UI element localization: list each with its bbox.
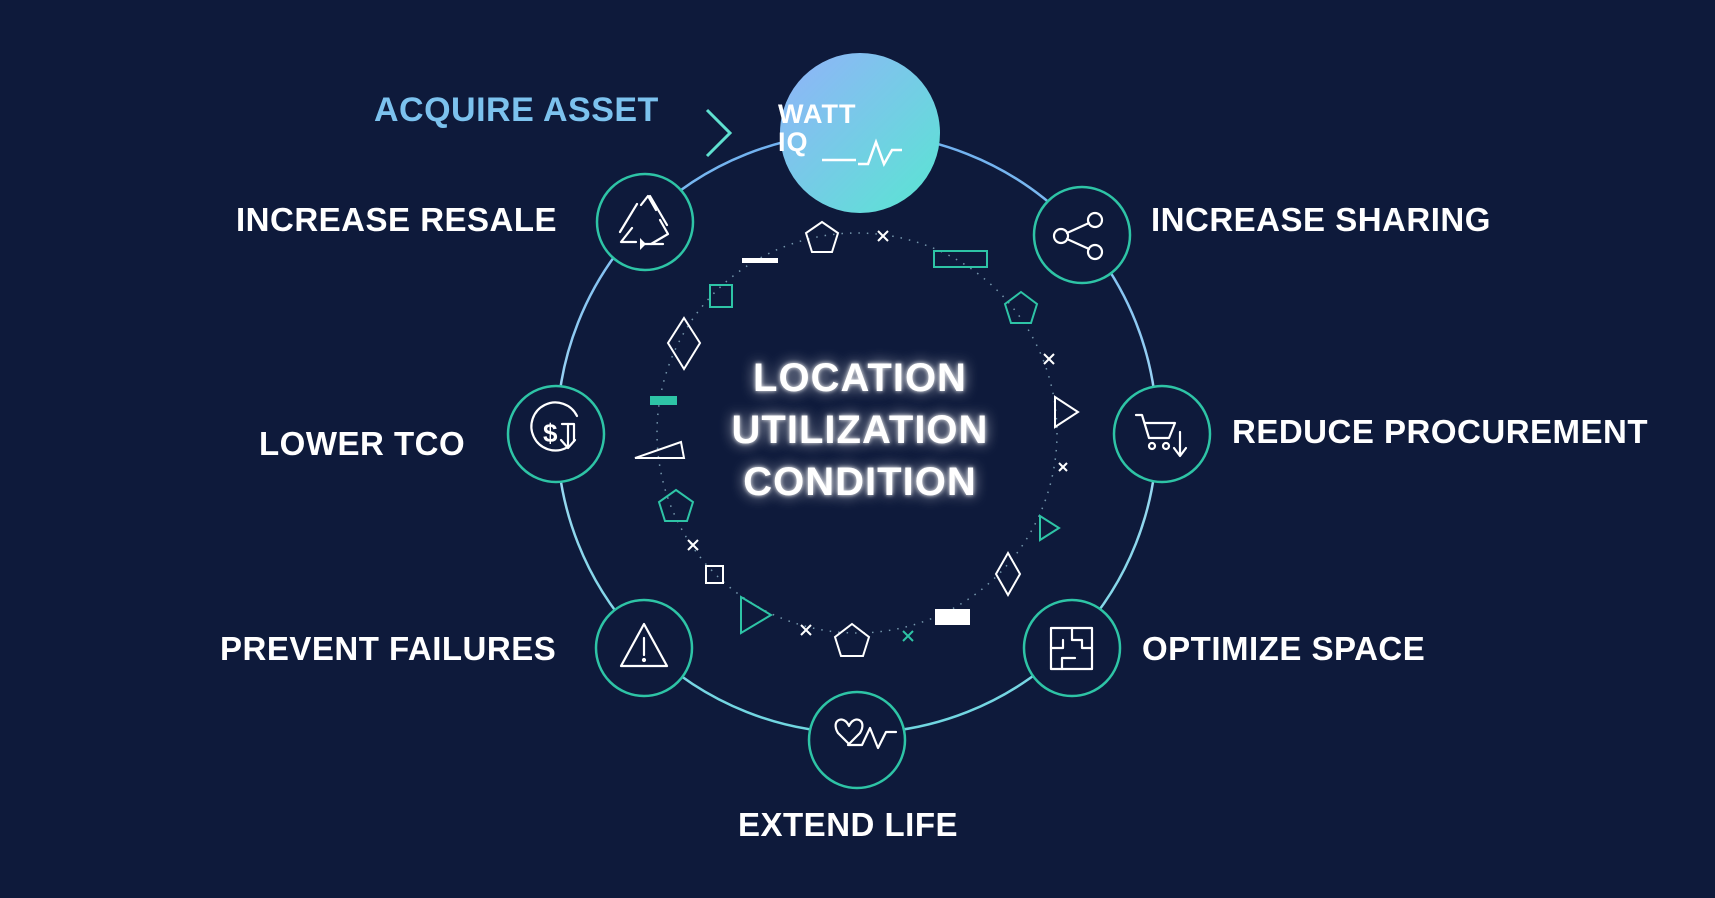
hub-line-2: IQ — [778, 127, 809, 157]
warning-icon — [619, 622, 669, 668]
center-line-3: CONDITION — [743, 460, 977, 504]
recycle-icon — [618, 194, 670, 250]
cross-shape — [877, 230, 889, 242]
floorplan-icon — [1049, 626, 1094, 671]
square-shape — [705, 565, 724, 584]
bar-shape — [935, 609, 970, 625]
node-reduce-procurement — [1112, 384, 1212, 484]
share-icon — [1052, 211, 1104, 261]
acquire-arrow — [358, 108, 778, 158]
triangle-shape — [1054, 395, 1080, 429]
prevent-failures-label: PREVENT FAILURES — [220, 630, 557, 667]
node-lower-tco — [506, 384, 606, 484]
triangle-shape — [1039, 514, 1061, 542]
center-line-2: UTILIZATION — [731, 408, 989, 452]
cross-shape — [902, 630, 914, 642]
cross-shape — [687, 539, 699, 551]
hub-pulse-icon — [858, 138, 902, 167]
triangle-shape — [740, 595, 773, 635]
rect-shape — [933, 250, 988, 268]
node-extend-life — [807, 690, 907, 790]
optimize-space-label: OPTIMIZE SPACE — [1142, 630, 1426, 667]
pentagon-shape — [833, 622, 871, 657]
hub-logo-text: WATT IQ — [778, 100, 940, 156]
node-increase-resale — [595, 172, 695, 272]
node-increase-sharing — [1032, 185, 1132, 285]
increase-sharing-label: INCREASE SHARING — [1151, 201, 1491, 238]
pentagon-shape — [657, 488, 695, 522]
lower-tco-label: LOWER TCO — [259, 425, 466, 462]
bar-shape — [650, 396, 677, 405]
square-shape — [709, 284, 733, 308]
reduce-procurement-label: REDUCE PROCUREMENT — [1232, 413, 1649, 450]
triangle-shape — [634, 440, 686, 459]
heartbeat-icon — [834, 718, 898, 750]
node-circles — [506, 172, 1212, 790]
pentagon-shape — [1003, 290, 1039, 324]
hub-line-1: WATT — [778, 99, 857, 129]
center-line-1: LOCATION — [753, 356, 967, 400]
cross-shape — [1043, 353, 1055, 365]
dollar-down-icon: $ — [530, 401, 579, 452]
cross-shape — [800, 624, 812, 636]
diamond-shape — [666, 316, 702, 371]
diamond-shape — [994, 550, 1022, 598]
increase-resale-label: INCREASE RESALE — [236, 201, 558, 238]
svg-text:$: $ — [543, 418, 558, 448]
center-title: LOCATION UTILIZATION CONDITION — [660, 352, 1060, 508]
watt-iq-hub — [780, 53, 940, 213]
bar-shape — [742, 258, 778, 263]
node-optimize-space — [1022, 598, 1122, 698]
acquire-asset-label: ACQUIRE ASSET — [374, 91, 659, 129]
inner-dotted-ring — [656, 232, 1058, 634]
decorative-shapes — [634, 220, 1080, 657]
extend-life-label: EXTEND LIFE — [738, 806, 959, 843]
pentagon-shape — [804, 220, 840, 253]
cross-shape — [1058, 462, 1068, 472]
cart-down-icon — [1134, 413, 1188, 458]
